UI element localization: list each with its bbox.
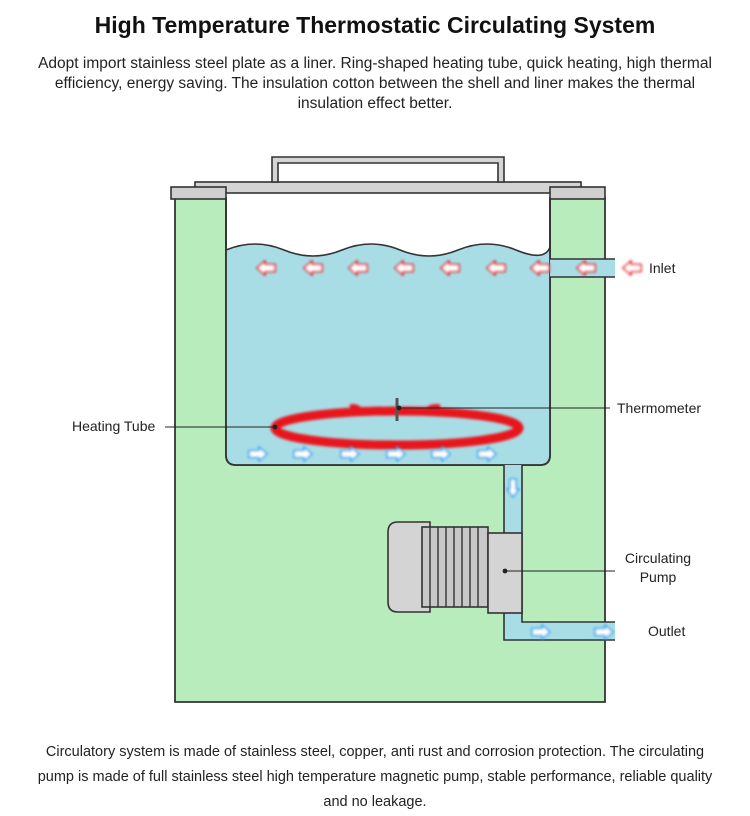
rim-left xyxy=(170,186,227,200)
outlet-label: Outlet xyxy=(648,623,685,639)
intro-text: Adopt import stainless steel plate as a … xyxy=(38,55,712,112)
pump-label-line2: Pump xyxy=(640,569,677,585)
circulating-pump xyxy=(387,521,523,614)
lid-handle xyxy=(271,156,505,183)
footer-text: Circulatory system is made of stainless … xyxy=(37,744,713,810)
heating-tube-label: Heating Tube xyxy=(72,418,155,434)
water-surface xyxy=(225,243,551,257)
pump-label-line1: Circulating xyxy=(625,550,691,566)
inlet-label: Inlet xyxy=(649,260,676,276)
liner xyxy=(225,198,551,466)
rim-right xyxy=(549,186,606,200)
thermometer-label: Thermometer xyxy=(617,400,701,416)
page-title: High Temperature Thermostatic Circulatin… xyxy=(94,12,656,38)
lid xyxy=(194,181,582,194)
